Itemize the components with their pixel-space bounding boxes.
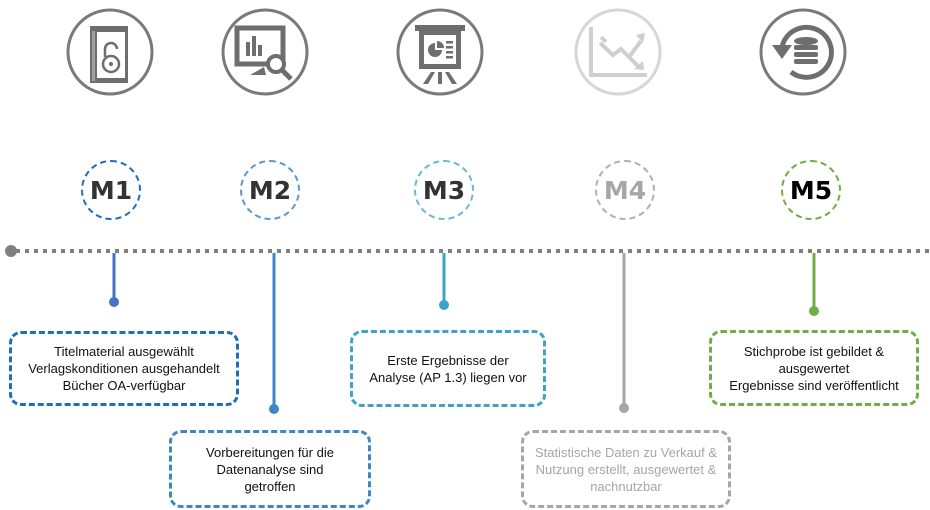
milestone-5-icon-wrap xyxy=(758,7,848,97)
milestone-1-icon-wrap xyxy=(65,7,155,97)
milestone-badge-m2: M2 xyxy=(240,160,300,220)
trend-chart-icon xyxy=(574,8,662,96)
milestone-text-m2: Vorbereitungen für die Datenanalyse sind… xyxy=(206,444,334,494)
database-refresh-icon xyxy=(759,8,847,96)
milestone-3-icon-wrap xyxy=(395,7,485,97)
connector-dot-m4 xyxy=(619,403,629,413)
milestone-badge-m3: M3 xyxy=(414,160,474,220)
monitor-chart-magnifier-icon xyxy=(221,8,309,96)
milestone-box-m3: Erste Ergebnisse der Analyse (AP 1.3) li… xyxy=(350,330,546,407)
connector-dot-m5 xyxy=(809,306,819,316)
presentation-pie-chart-icon xyxy=(396,8,484,96)
milestone-box-m5: Stichprobe ist gebildet & ausgewertet Er… xyxy=(709,330,919,406)
milestone-badge-m1: M1 xyxy=(81,160,141,220)
milestone-text-m5: Stichprobe ist gebildet & ausgewertet Er… xyxy=(729,343,899,393)
milestone-badge-m4: M4 xyxy=(595,160,655,220)
open-book-lock-icon xyxy=(66,8,154,96)
milestone-text-m4: Statistische Daten zu Verkauf & Nutzung … xyxy=(534,444,718,494)
milestone-text-m3: Erste Ergebnisse der Analyse (AP 1.3) li… xyxy=(369,352,527,385)
milestone-2-icon-wrap xyxy=(220,7,310,97)
milestone-4-icon-wrap xyxy=(573,7,663,97)
milestone-box-m4: Statistische Daten zu Verkauf & Nutzung … xyxy=(521,430,731,508)
milestone-box-m2: Vorbereitungen für die Datenanalyse sind… xyxy=(169,430,371,508)
milestone-box-m1: Titelmaterial ausgewählt Verlagskonditio… xyxy=(9,331,239,406)
connector-dot-m1 xyxy=(109,297,119,307)
milestone-badge-m5: M5 xyxy=(781,160,841,220)
milestone-text-m1: Titelmaterial ausgewählt Verlagskonditio… xyxy=(28,344,220,393)
connector-dot-m3 xyxy=(439,300,449,310)
timeline-start-dot xyxy=(5,245,17,257)
connector-dot-m2 xyxy=(269,404,279,414)
